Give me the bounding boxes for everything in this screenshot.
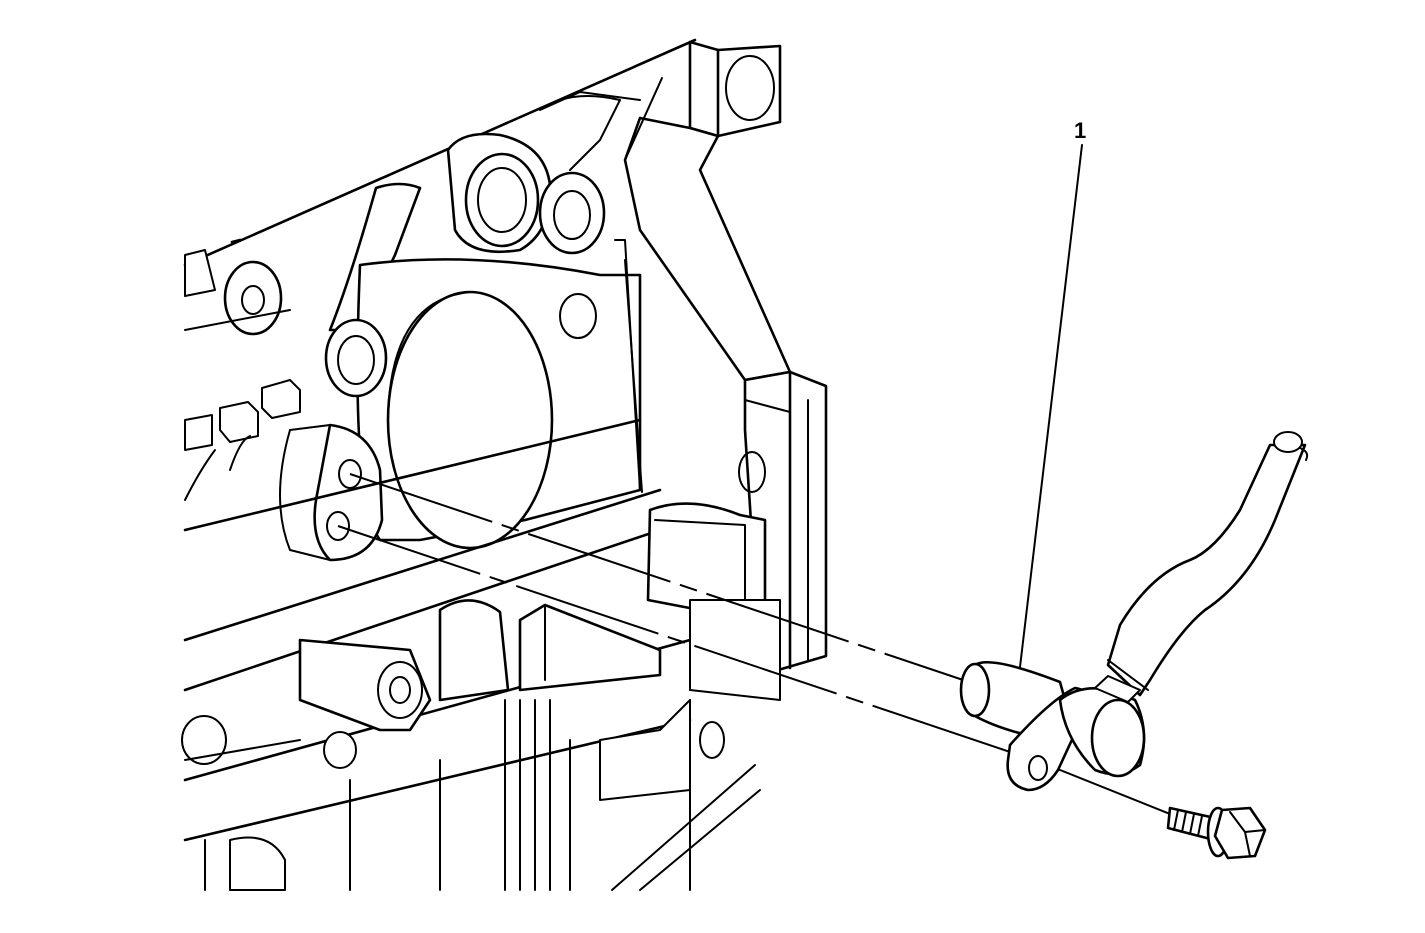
callout-1-leader [1019, 144, 1083, 668]
engine-block [181, 38, 828, 891]
callout-1: 1 [1019, 118, 1086, 668]
bolt [1166, 806, 1267, 860]
sensor-assembly [959, 431, 1309, 792]
callout-1-label: 1 [1074, 118, 1086, 143]
installation-centerlines [337, 473, 1181, 819]
